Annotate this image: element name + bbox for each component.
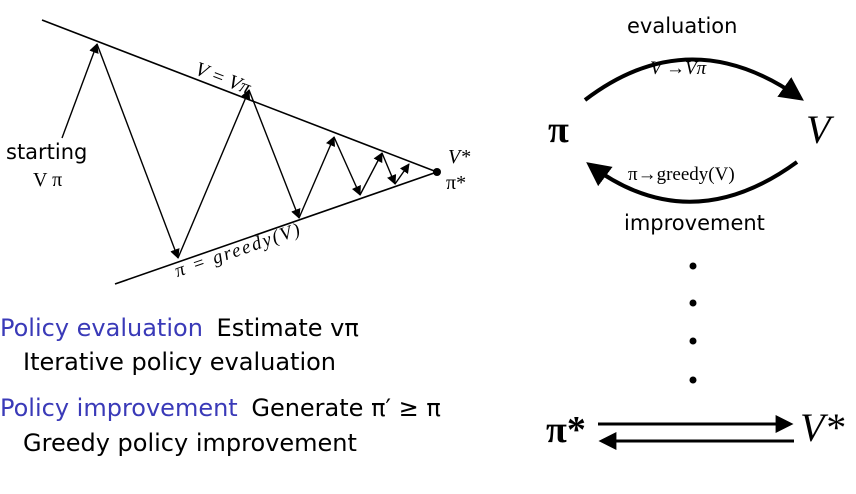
starting-label: starting xyxy=(6,140,88,164)
zigzag-arrow-1 xyxy=(96,43,180,259)
starting-v-pi-label: V π xyxy=(33,169,63,191)
zigzag-arrow-6 xyxy=(359,152,383,196)
improvement-label: improvement xyxy=(624,211,765,235)
starting-arrow xyxy=(61,43,99,139)
upper-line-v-equals-vpi xyxy=(41,19,438,173)
evaluation-arc xyxy=(583,57,804,102)
ellipsis-dots xyxy=(689,262,697,384)
policy-improvement-subitem: Greedy policy improvement xyxy=(23,429,357,457)
improvement-arc xyxy=(586,160,799,204)
evaluation-label: evaluation xyxy=(627,14,738,38)
policy-evaluation-subitem: Iterative policy evaluation xyxy=(23,348,337,376)
zigzag-arrows xyxy=(96,43,410,259)
zigzag-arrow-7 xyxy=(381,152,397,185)
zigzag-arrow-4 xyxy=(298,136,335,219)
v-star-node-label: V* xyxy=(800,405,845,450)
v-node-label: V xyxy=(806,107,831,152)
policy-improvement-line: Policy improvement Generate π′ ≥ π xyxy=(0,394,441,422)
policy-evaluation-line: Policy evaluation Estimate vπ xyxy=(0,314,359,342)
convergence-v-star-label: V* xyxy=(448,146,471,168)
pi-node-label: π xyxy=(548,109,569,151)
improvement-formula: π→greedy(V) xyxy=(628,164,735,185)
zigzag-arrow-3 xyxy=(248,89,301,219)
policy-improvement-detail: Generate π′ ≥ π xyxy=(251,394,441,422)
zigzag-arrow-2 xyxy=(177,89,251,259)
convergence-point xyxy=(433,168,441,176)
policy-evaluation-detail: Estimate vπ xyxy=(216,314,359,342)
convergence-pi-star-label: π* xyxy=(446,172,467,194)
zigzag-arrow-8 xyxy=(394,163,410,185)
evaluation-formula: V →Vπ xyxy=(650,58,707,79)
lower-line-pi-greedy xyxy=(114,171,438,285)
pi-star-node-label: π* xyxy=(546,409,586,451)
policy-improvement-heading: Policy improvement xyxy=(0,394,238,422)
zigzag-arrow-5 xyxy=(333,136,361,196)
policy-evaluation-heading: Policy evaluation xyxy=(0,314,203,342)
